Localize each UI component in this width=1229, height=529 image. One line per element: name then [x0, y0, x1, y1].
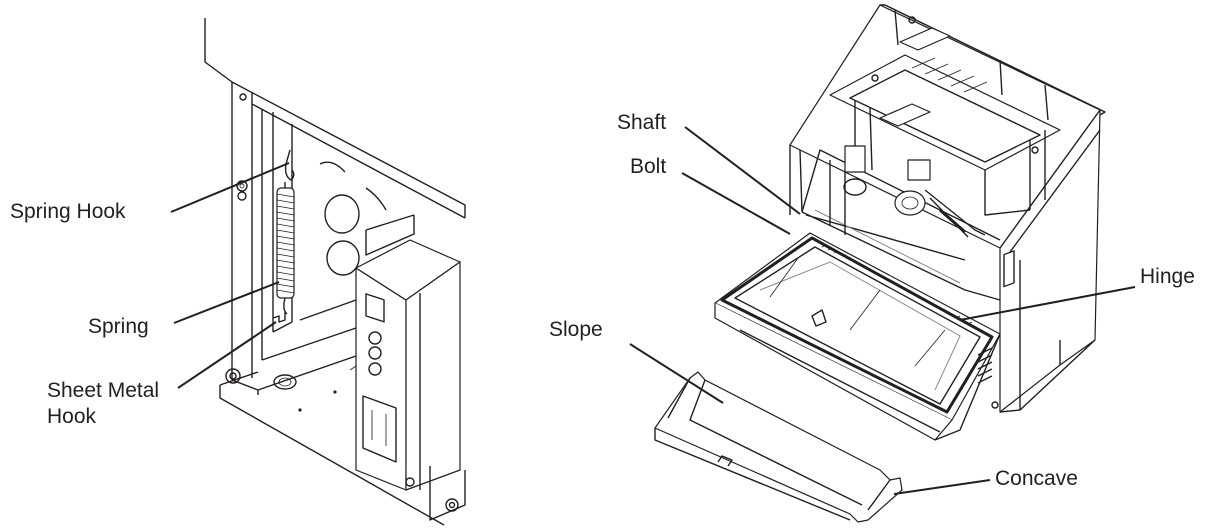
shaft-leader	[684, 126, 801, 215]
concave-leader	[893, 479, 991, 495]
spring-label: Spring	[88, 315, 149, 338]
door-frame	[714, 232, 1001, 441]
slope-label: Slope	[549, 318, 603, 341]
sheet-metal-hook-leader	[177, 321, 277, 389]
spring-hook-leader	[170, 162, 290, 213]
concave-label: Concave	[995, 467, 1078, 490]
slope-leader	[629, 343, 724, 404]
sheet-metal-hook-label: Sheet Metal Hook	[47, 378, 187, 430]
right-unit-drawing	[654, 4, 1106, 523]
hinge-leader	[959, 286, 1136, 321]
bolt-label: Bolt	[630, 155, 667, 178]
spring-hook-label: Spring Hook	[10, 200, 126, 223]
mechanism-block	[829, 9, 1061, 216]
slope-part	[654, 371, 903, 523]
spring-shape	[276, 182, 295, 315]
spring-leader	[173, 281, 280, 324]
left-cabinet-drawing	[204, 18, 466, 526]
sheet-metal-hook-label-line1: Sheet Metal	[47, 379, 160, 402]
hinge-label: Hinge	[1140, 265, 1195, 288]
sheet-metal-hook-label-line2: Hook	[47, 405, 97, 428]
shaft-label: Shaft	[617, 111, 667, 134]
bolt-leader	[681, 172, 791, 235]
